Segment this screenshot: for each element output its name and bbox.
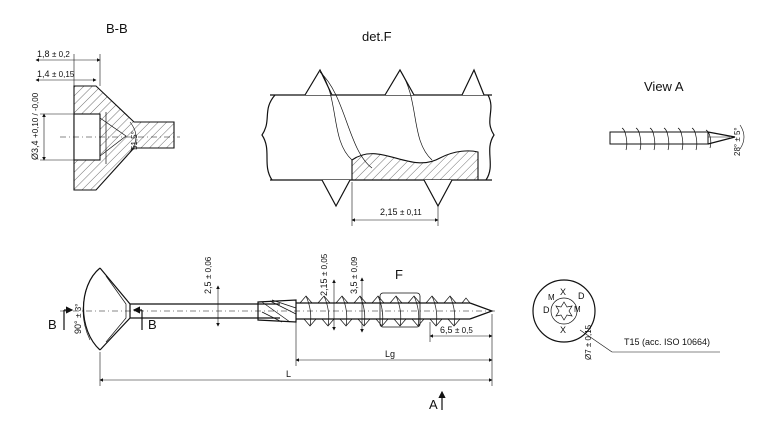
section-bb-drawing — [35, 54, 180, 191]
drive-callout: T15 (acc. ISO 10664) — [624, 337, 711, 347]
main-side-view — [60, 267, 496, 410]
head-dia-dim: Ø7 ± 0,15 — [584, 324, 593, 360]
section-bb-title: B-B — [106, 21, 128, 36]
section-marker-b-left: B — [48, 317, 57, 332]
thread-pitch-dim: 2,15 ± 0,11 — [380, 207, 422, 217]
view-a-drawing — [609, 124, 745, 151]
head-mark-corner-top-left: M — [548, 293, 555, 302]
head-mark-corner-top-right: M — [574, 305, 581, 314]
tip-length-dim: 6,5 ± 0,5 — [440, 325, 473, 335]
shank-dia-dim: 2,5 ± 0,06 — [203, 256, 213, 294]
head-mark-right: D — [578, 291, 585, 301]
head-mark-bottom: X — [560, 325, 567, 335]
head-angle-section-dim: 51,5° — [130, 131, 139, 150]
section-marker-b-right: B — [148, 317, 157, 332]
detail-f-drawing — [261, 68, 495, 226]
recess-depth-dim: 1,4 ± 0,15 — [37, 69, 75, 79]
view-marker-a: A — [429, 397, 438, 412]
thread-length-dim: Lg — [385, 349, 396, 359]
tip-angle-dim: 28° ± 5° — [733, 127, 742, 156]
head-depth-dim: 1,8 ± 0,2 — [37, 49, 70, 59]
core-dia-dim: 2,15 ± 0,05 — [319, 253, 329, 296]
detail-f-title: det.F — [362, 29, 392, 44]
head-mark-left: D — [543, 305, 550, 315]
head-mark-top: X — [560, 287, 567, 297]
view-a-title: View A — [644, 79, 684, 94]
head-angle-dim: 90° ± 3° — [73, 303, 83, 334]
thread-dia-dim: 3,5 ± 0,09 — [349, 256, 359, 294]
total-length-dim: L — [286, 369, 292, 379]
detail-f-marker: F — [395, 267, 403, 282]
head-top-view — [532, 279, 720, 353]
recess-dia-dim: Ø3,4 +0,10 / -0,00 — [30, 92, 40, 160]
